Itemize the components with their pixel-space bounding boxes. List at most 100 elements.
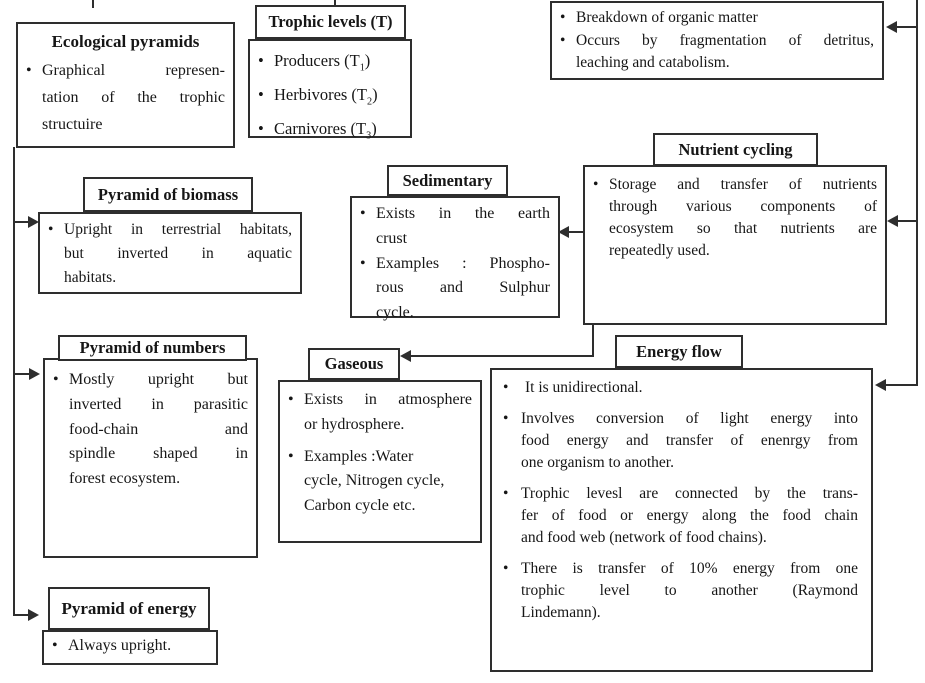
box-energy-flow: • It is unidirectional. • Involves conve… [490, 368, 873, 672]
connector-to-biomass [15, 221, 30, 223]
nutrient-cycling-bullet: • Storage and transfer of nutrients thro… [593, 174, 877, 262]
text-line: Lindemann). [521, 604, 601, 621]
box-pyramid-of-biomass: • Upright in terrestrial habitats, but i… [38, 212, 302, 294]
text-line: or hydrosphere. [304, 415, 405, 433]
trophic-item-herbivores: • Herbivores (T2) [258, 83, 402, 110]
text-line: food-chain and [69, 420, 248, 438]
trophic-item-text: Carnivores (T3) [274, 117, 377, 144]
box-sedimentary: • Exists in the earth crust • Examples :… [350, 196, 560, 321]
gaseous-title: Gaseous [324, 354, 384, 373]
energy-flow-title-box: Energy flow [615, 335, 743, 368]
text-line: habitats. [64, 269, 117, 287]
text-line: There is transfer of 10% energy from one [521, 560, 858, 577]
pyramid-of-biomass-title-box: Pyramid of biomass [83, 177, 253, 212]
subscript: 3 [366, 129, 372, 141]
pyramid-of-numbers-bullet: • Mostly upright but inverted in parasit… [53, 368, 248, 492]
text-line: repeatedly used. [609, 242, 710, 259]
pyramid-of-numbers-title-box: Pyramid of numbers [58, 335, 247, 361]
energy-flow-bullet-2: • Involves conversion of light energy in… [503, 408, 858, 474]
bullet-icon: • [288, 391, 294, 408]
pyramid-of-numbers-title: Pyramid of numbers [79, 338, 226, 357]
bullet-icon: • [503, 379, 509, 396]
text-line: Upright in terrestrial habitats, [64, 221, 292, 238]
arrowhead-to-energy-flow [875, 379, 886, 391]
connector-nutrient-to-gaseous-vertical [592, 325, 594, 357]
connector-nutrient-to-gaseous-horizontal [410, 355, 594, 357]
bullet-icon: • [258, 84, 264, 104]
text-line: ) [372, 84, 378, 104]
text-line: tation of the trophic [42, 89, 225, 106]
sedimentary-bullet-1: • Exists in the earth crust [360, 202, 550, 252]
box-trophic-levels: • Producers (T1) • Herbivores (T2) • Car… [248, 39, 412, 141]
connector-right-trunk [916, 0, 918, 386]
text-line: Occurs by fragmentation of detritus, [576, 32, 874, 49]
bullet-icon: • [560, 9, 566, 26]
text-line: forest ecosystem. [69, 470, 181, 488]
pyramid-of-energy-bullet: • Always upright. [52, 635, 208, 658]
box-pyramid-of-numbers: • Mostly upright but inverted in parasit… [43, 358, 258, 558]
trophic-item-carnivores: • Carnivores (T3) [258, 117, 402, 144]
bullet-icon: • [360, 205, 366, 222]
box-pyramid-of-energy: • Always upright. [42, 630, 218, 665]
text-line: ) [371, 118, 377, 138]
nutrient-cycling-title-box: Nutrient cycling [653, 133, 818, 166]
sedimentary-title: Sedimentary [402, 170, 493, 190]
text-line: leaching and catabolism. [576, 54, 730, 71]
connector-to-nutrient-cycling [897, 220, 916, 222]
text-line: cycle, Nitrogen cycle, [304, 472, 445, 490]
text-line: crust [376, 229, 408, 247]
gaseous-title-box: Gaseous [308, 348, 400, 380]
text-line: spindle shaped in [69, 445, 248, 463]
connector-top-tick-left [92, 0, 94, 8]
box-decomposition: • Breakdown of organic matter • Occurs b… [550, 1, 884, 80]
arrowhead-to-biomass [28, 216, 39, 228]
text-line: structuire [42, 115, 103, 133]
bullet-icon: • [48, 221, 54, 238]
text-line: Mostly upright but [69, 371, 248, 388]
text-line: ) [364, 51, 371, 70]
text-line: Involves conversion of light energy into [521, 410, 858, 427]
text-line: one organism to another. [521, 454, 674, 471]
nutrient-cycling-title: Nutrient cycling [678, 139, 793, 159]
ecological-pyramids-title: Ecological pyramids [51, 32, 200, 51]
text-line: Producers (T [274, 51, 360, 70]
trophic-item-producers: • Producers (T1) [258, 49, 402, 76]
connector-to-pyramid-of-energy [13, 614, 30, 616]
arrowhead-nutrient-to-sedimentary [558, 226, 569, 238]
trophic-item-text: Herbivores (T2) [274, 83, 378, 110]
bullet-icon: • [503, 485, 509, 502]
bullet-icon: • [258, 51, 264, 70]
text-line: Exists in the earth [376, 205, 550, 222]
gaseous-bullet-2: • Examples :Water cycle, Nitrogen cycle,… [288, 445, 472, 519]
connector-top-tick-trophic [334, 0, 336, 6]
bullet-icon: • [258, 118, 264, 138]
text-line: but inverted in aquatic [64, 245, 292, 263]
pyramid-of-energy-title-box: Pyramid of energy [48, 587, 210, 630]
text-line: Always upright. [68, 637, 172, 654]
sedimentary-title-box: Sedimentary [387, 165, 508, 196]
arrowhead-to-decomposition [886, 21, 897, 33]
subscript: 1 [359, 62, 365, 74]
bullet-icon: • [360, 254, 366, 272]
connector-to-decomposition [896, 26, 916, 28]
text-line: Herbivores (T [274, 84, 368, 104]
arrowhead-to-pyramid-of-energy [28, 609, 39, 621]
text-line: fer of food or energy along the food cha… [521, 507, 858, 524]
energy-flow-bullet-1: • It is unidirectional. [503, 377, 858, 399]
box-ecological-pyramids: Ecological pyramids • Graphical represen… [16, 22, 235, 148]
text-line: It is unidirectional. [525, 379, 643, 396]
bullet-icon: • [593, 176, 599, 193]
sedimentary-bullet-2: • Examples : Phospho- rous and Sulphur c… [360, 252, 550, 326]
text-line: food energy and transfer of enenrgy from [521, 432, 858, 449]
text-line: and food web (network of food chains). [521, 529, 767, 546]
trophic-levels-title-box: Trophic levels (T) [255, 5, 406, 39]
subscript: 2 [367, 96, 373, 108]
pyramid-of-energy-title: Pyramid of energy [61, 598, 197, 618]
arrowhead-to-nutrient-cycling [887, 215, 898, 227]
bullet-icon: • [560, 32, 566, 49]
gaseous-bullet-1: • Exists in atmosphere or hydrosphere. [288, 388, 472, 438]
bullet-icon: • [52, 637, 58, 654]
connector-nutrient-to-sedimentary [568, 231, 583, 233]
text-line: inverted in parasitic [69, 395, 248, 413]
